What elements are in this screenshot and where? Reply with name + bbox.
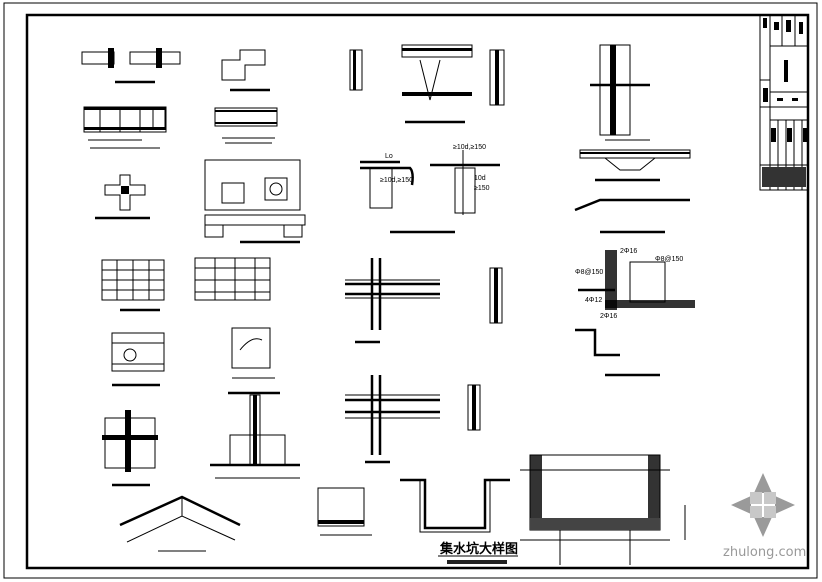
label-min-anchor-right: ≥10d,≥150 <box>453 144 486 151</box>
detail-slab-grid-right <box>194 257 271 301</box>
label-stirrup-2: Φ8@150 <box>575 269 603 276</box>
detail-anchorage: Lo ≥10d,≥150 ≥10d,≥150 10d ≥150 <box>360 144 500 234</box>
detail-beam-column-joint-2 <box>345 375 481 464</box>
outer-frame <box>3 2 818 579</box>
detail-small-pit <box>317 487 372 536</box>
zhulong-logo-icon <box>731 473 795 537</box>
detail-beam-column-joint-1 <box>345 258 503 344</box>
label-min-anchor-left: ≥10d,≥150 <box>380 177 413 184</box>
detail-beam-reinforcement <box>83 106 167 149</box>
detail-column-top-right <box>590 44 650 141</box>
detail-wall-corner <box>102 410 158 487</box>
label-anchor-length: Lo <box>385 153 393 160</box>
detail-column-cross <box>95 174 150 220</box>
detail-slab-grid-left <box>101 259 165 312</box>
detail-beam-sections-top <box>81 48 181 84</box>
detail-slab-step <box>574 198 690 234</box>
detail-wall-footing <box>210 394 300 479</box>
label-min-150: ≥150 <box>474 185 490 192</box>
detail-pit-wall-section: 2Φ16 Φ8@150 Φ8@150 4Φ12 2Φ16 <box>575 248 695 377</box>
label-bar-2phi16b: 2Φ16 <box>600 313 617 320</box>
detail-beam-haunch <box>579 149 691 182</box>
detail-column-joint-top <box>349 44 505 124</box>
label-bar-4phi12: 4Φ12 <box>585 297 602 304</box>
detail-pit-plan <box>204 159 306 244</box>
label-ten-d: 10d <box>474 175 486 182</box>
inner-frame <box>25 13 810 570</box>
sump-pit-title: 集水坑大样图 <box>439 541 518 557</box>
label-stirrup-1: Φ8@150 <box>655 256 683 263</box>
detail-angled-slab <box>119 495 241 552</box>
watermark-text: zhulong.com <box>723 545 806 560</box>
zhulong-watermark: zhulong.com <box>723 473 806 560</box>
label-bar-2phi16: 2Φ16 <box>620 248 637 255</box>
detail-beam-elevation-2 <box>214 107 278 144</box>
detail-opening-right <box>228 327 280 395</box>
title-block <box>759 14 809 191</box>
detail-sump-pit: 集水坑大样图 <box>400 454 686 565</box>
detail-step-section <box>221 49 270 92</box>
detail-opening-left <box>111 332 165 387</box>
